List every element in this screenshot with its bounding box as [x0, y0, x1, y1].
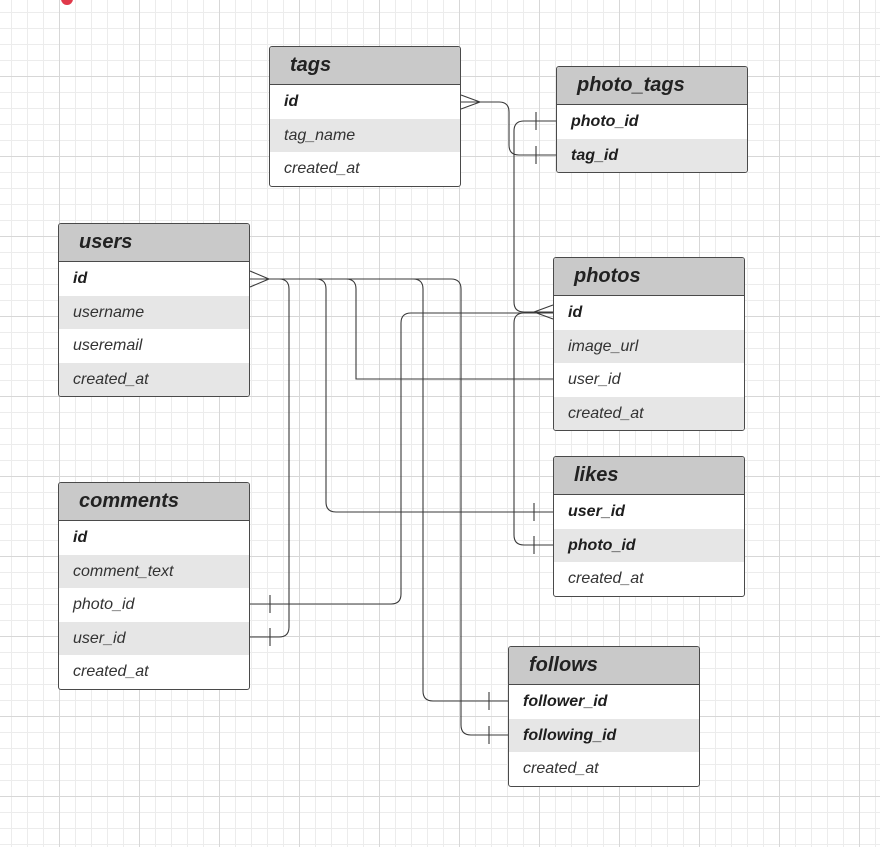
photos-table[interactable]: photos id image_url user_id created_at [553, 257, 745, 431]
crow-foot-marker [460, 94, 482, 110]
likes-field-user-id: user_id [568, 503, 625, 520]
users-table[interactable]: users id username useremail created_at [58, 223, 250, 397]
tags-table-title: tags [270, 47, 460, 85]
likes-field-created-at: created_at [568, 570, 644, 587]
connector-photos-comments [250, 312, 553, 605]
users-table-title: users [59, 224, 249, 262]
comments-field-created-at: created_at [73, 663, 149, 680]
comments-field-comment-text: comment_text [59, 554, 249, 588]
follows-field-created-at: created_at [523, 760, 599, 777]
follows-table[interactable]: follows follower_id following_id created… [508, 646, 700, 787]
status-dot [61, 0, 73, 5]
photo-tags-table-title: photo_tags [557, 67, 747, 105]
likes-table[interactable]: likes user_id photo_id created_at [553, 456, 745, 597]
comments-field-id: id [73, 529, 88, 546]
crow-foot-marker [532, 304, 554, 320]
follows-table-title: follows [509, 647, 699, 685]
connector-photos-likes [513, 312, 553, 546]
connector-tags-photo-tags [461, 101, 556, 156]
tags-table[interactable]: tags id tag_name created_at [269, 46, 461, 187]
tags-field-id: id [284, 93, 299, 110]
photos-field-id: id [568, 304, 583, 321]
tags-field-tag-name: tag_name [270, 118, 460, 152]
photo-tags-table[interactable]: photo_tags photo_id tag_id [556, 66, 748, 173]
users-field-username: username [59, 295, 249, 329]
comments-table-title: comments [59, 483, 249, 521]
users-field-useremail: useremail [73, 337, 143, 354]
connector-users-follows-following [250, 278, 509, 736]
users-field-id: id [73, 270, 88, 287]
comments-field-photo-id: photo_id [73, 596, 135, 613]
comments-table[interactable]: comments id comment_text photo_id user_i… [58, 482, 250, 690]
connector-users-comments [250, 278, 290, 638]
photo-tags-field-tag-id: tag_id [557, 138, 747, 172]
users-field-created-at: created_at [59, 362, 249, 396]
comments-field-user-id: user_id [59, 621, 249, 655]
photos-field-image-url: image_url [554, 329, 744, 363]
connector-photos-photo-tags [513, 120, 556, 313]
follows-field-follower-id: follower_id [523, 693, 608, 710]
likes-table-title: likes [554, 457, 744, 495]
photos-table-title: photos [554, 258, 744, 296]
follows-field-following-id: following_id [509, 718, 699, 752]
likes-field-photo-id: photo_id [554, 528, 744, 562]
photos-field-created-at: created_at [554, 396, 744, 430]
photos-field-user-id: user_id [568, 371, 621, 388]
tags-field-created-at: created_at [284, 160, 360, 177]
photo-tags-field-photo-id: photo_id [571, 113, 639, 130]
